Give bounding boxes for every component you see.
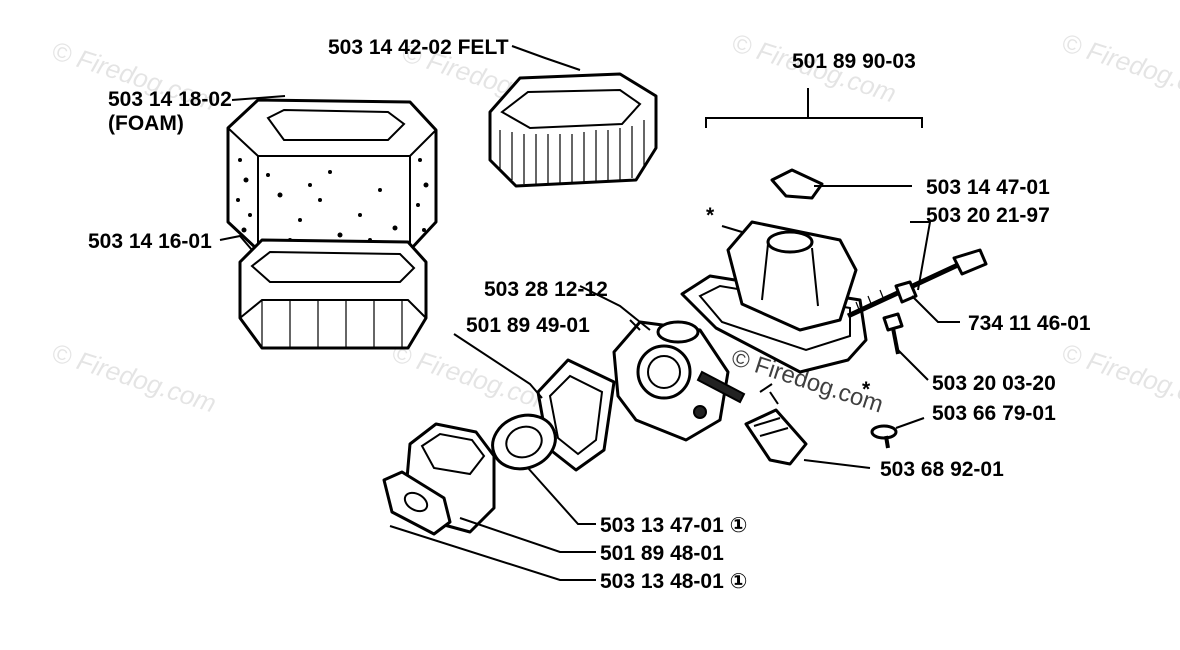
leader-lines [219, 45, 960, 581]
watermark: © Firedog.com [1058, 337, 1180, 418]
label-501-89-48-01: 501 89 48-01 [600, 542, 724, 565]
fuel-pump-part [744, 408, 808, 466]
label-503-20-03-20: 503 20 03-20 [932, 372, 1056, 395]
round-gasket [491, 413, 557, 471]
label-503-13-48-01: 503 13 48-01 ① [600, 570, 747, 593]
long-bolt [846, 248, 988, 319]
label-foam-part: 503 14 18-02 [108, 88, 232, 111]
label-503-13-47-01: 503 13 47-01 ① [600, 514, 747, 537]
watermark: © Firedog.com [48, 337, 220, 418]
felt-filter [488, 72, 658, 188]
label-503-66-79-01: 503 66 79-01 [932, 402, 1056, 425]
watermark: © Firedog.com [1058, 27, 1180, 108]
label-503-28-12-12: 503 28 12-12 [484, 278, 608, 301]
plug [870, 424, 898, 449]
label-503-14-47-01: 503 14 47-01 [926, 176, 1050, 199]
watermark: © Firedog.com [388, 337, 560, 418]
flange-gasket [382, 470, 452, 536]
label-felt: 503 14 42-02 FELT [328, 36, 509, 59]
label-grid: 503 14 16-01 [88, 230, 212, 253]
screw [882, 312, 904, 355]
label-kit: 501 89 90-03 [792, 50, 916, 73]
label-501-89-49-01: 501 89 49-01 [466, 314, 590, 337]
label-foam-note: (FOAM) [108, 112, 184, 135]
label-734-11-46-01: 734 11 46-01 [968, 312, 1091, 335]
carburetor [612, 319, 779, 442]
label-star-2: * [862, 378, 871, 401]
filter-grid [238, 238, 428, 350]
foam-filter [226, 98, 438, 252]
nut [894, 280, 918, 304]
carb-housing [680, 220, 868, 374]
small-gasket [770, 168, 824, 200]
label-star-1: * [706, 204, 715, 227]
label-503-68-92-01: 503 68 92-01 [880, 458, 1004, 481]
part-labels: 503 14 42-02 FELT 503 14 18-02 (FOAM) 50… [88, 36, 1091, 593]
label-503-20-21-97: 503 20 21-97 [926, 204, 1050, 227]
